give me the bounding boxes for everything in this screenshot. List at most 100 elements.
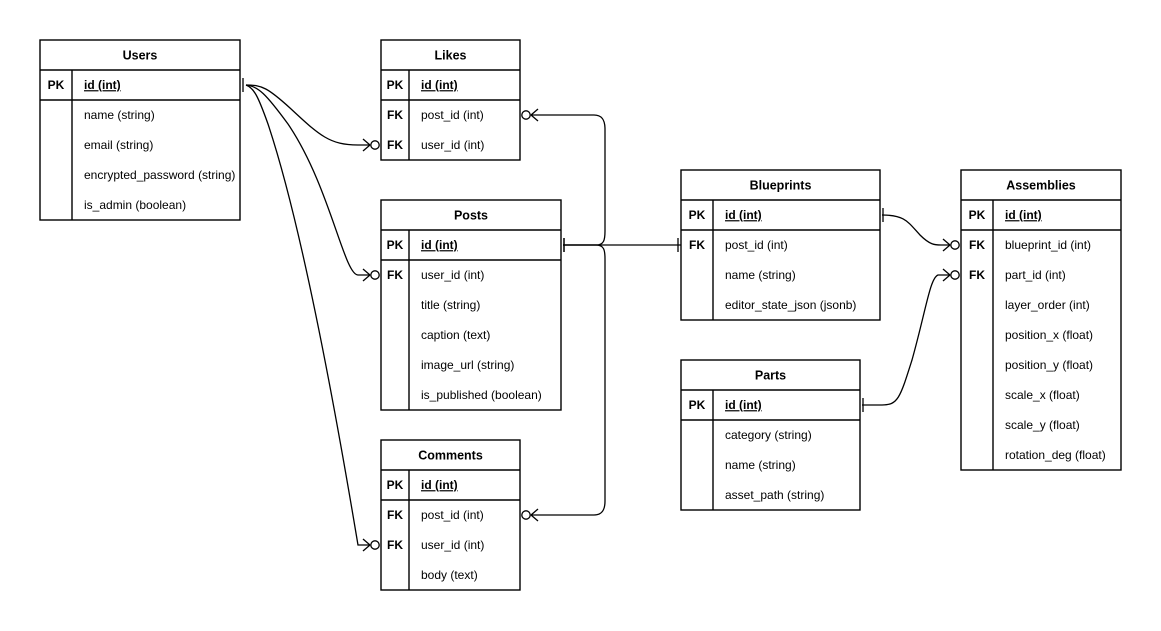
relationship-markers-users-comments bbox=[362, 538, 380, 552]
entity-outline[interactable] bbox=[680, 169, 881, 321]
attribute-label: post_id (int) bbox=[421, 508, 484, 522]
optional-marker-circle bbox=[521, 510, 531, 520]
attribute-label: category (string) bbox=[725, 428, 812, 442]
attribute-label: id (int) bbox=[421, 478, 458, 492]
entity-title: Likes bbox=[435, 48, 467, 62]
entity-outline[interactable] bbox=[380, 199, 562, 411]
crowsfoot-prong-bottom bbox=[942, 274, 951, 282]
relationship-line[interactable] bbox=[881, 214, 949, 246]
crowsfoot-prong-bottom bbox=[362, 544, 371, 552]
attribute-label: post_id (int) bbox=[725, 238, 788, 252]
key-type-label: FK bbox=[969, 268, 985, 282]
attribute-label: post_id (int) bbox=[421, 108, 484, 122]
attribute-label: email (string) bbox=[84, 138, 153, 152]
attribute-label: name (string) bbox=[725, 268, 796, 282]
relationship-users-comments[interactable] bbox=[245, 84, 369, 546]
relationship-line[interactable] bbox=[532, 244, 606, 516]
relationship-users-posts[interactable] bbox=[245, 84, 369, 276]
key-type-label: PK bbox=[387, 238, 404, 252]
attribute-label: scale_x (float) bbox=[1005, 388, 1080, 402]
attribute-label: id (int) bbox=[1005, 208, 1042, 222]
attribute-label: user_id (int) bbox=[421, 138, 484, 152]
attribute-label: name (string) bbox=[725, 458, 796, 472]
attribute-label: name (string) bbox=[84, 108, 155, 122]
key-type-label: FK bbox=[689, 238, 705, 252]
relationship-parts-assemblies[interactable] bbox=[862, 274, 949, 406]
crowsfoot-prong-bottom bbox=[530, 114, 539, 122]
optional-marker-circle bbox=[950, 240, 960, 250]
attribute-label: asset_path (string) bbox=[725, 488, 824, 502]
attribute-label: image_url (string) bbox=[421, 358, 514, 372]
crowsfoot-prong-top bbox=[530, 508, 539, 516]
crowsfoot-prong-bottom bbox=[362, 274, 371, 282]
relationship-markers-blueprints-assemblies bbox=[882, 208, 960, 252]
crowsfoot-prong-top bbox=[362, 138, 371, 146]
attribute-label: position_y (float) bbox=[1005, 358, 1093, 372]
relationship-posts-likes[interactable] bbox=[532, 114, 606, 246]
key-type-label: FK bbox=[969, 238, 985, 252]
key-type-label: PK bbox=[48, 78, 65, 92]
attribute-label: caption (text) bbox=[421, 328, 490, 342]
optional-marker-circle bbox=[370, 540, 380, 550]
attribute-label: scale_y (float) bbox=[1005, 418, 1080, 432]
attribute-label: position_x (float) bbox=[1005, 328, 1093, 342]
attribute-label: part_id (int) bbox=[1005, 268, 1066, 282]
crowsfoot-prong-top bbox=[362, 538, 371, 546]
relationship-markers-posts-likes bbox=[521, 108, 565, 252]
relationship-markers-posts-comments bbox=[521, 508, 539, 522]
crowsfoot-prong-top bbox=[362, 268, 371, 276]
relationship-line[interactable] bbox=[245, 84, 369, 546]
crowsfoot-prong-bottom bbox=[362, 144, 371, 152]
relationship-users-likes[interactable] bbox=[245, 84, 369, 146]
key-type-label: FK bbox=[387, 108, 403, 122]
relationship-line[interactable] bbox=[245, 84, 369, 146]
entity-outline[interactable] bbox=[960, 169, 1122, 471]
crowsfoot-prong-bottom bbox=[942, 244, 951, 252]
key-type-label: FK bbox=[387, 138, 403, 152]
optional-marker-circle bbox=[370, 140, 380, 150]
crowsfoot-prong-bottom bbox=[530, 514, 539, 522]
key-type-label: FK bbox=[387, 538, 403, 552]
entity-title: Posts bbox=[454, 208, 488, 222]
attribute-label: layer_order (int) bbox=[1005, 298, 1090, 312]
entity-outline[interactable] bbox=[39, 39, 241, 221]
relationship-posts-comments[interactable] bbox=[532, 244, 606, 516]
attribute-label: title (string) bbox=[421, 298, 480, 312]
entity-title: Users bbox=[123, 48, 158, 62]
attribute-label: id (int) bbox=[421, 238, 458, 252]
crowsfoot-prong-top bbox=[942, 238, 951, 246]
attribute-label: editor_state_json (jsonb) bbox=[725, 298, 856, 312]
attribute-label: user_id (int) bbox=[421, 268, 484, 282]
entity-outline[interactable] bbox=[380, 439, 521, 591]
relationship-markers-users-posts bbox=[362, 268, 380, 282]
attribute-label: blueprint_id (int) bbox=[1005, 238, 1091, 252]
relationship-line[interactable] bbox=[245, 84, 369, 276]
relationship-layer bbox=[242, 78, 960, 552]
key-type-label: PK bbox=[387, 78, 404, 92]
entity-title: Comments bbox=[418, 448, 483, 462]
attribute-label: rotation_deg (float) bbox=[1005, 448, 1106, 462]
key-type-label: PK bbox=[689, 208, 706, 222]
attribute-label: id (int) bbox=[725, 398, 762, 412]
key-type-label: FK bbox=[387, 268, 403, 282]
optional-marker-circle bbox=[950, 270, 960, 280]
key-type-label: PK bbox=[387, 478, 404, 492]
attribute-label: body (text) bbox=[421, 568, 478, 582]
entity-title: Blueprints bbox=[750, 178, 812, 192]
relationship-blueprints-assemblies[interactable] bbox=[881, 214, 949, 246]
attribute-label: is_published (boolean) bbox=[421, 388, 542, 402]
relationship-line[interactable] bbox=[862, 274, 949, 406]
optional-marker-circle bbox=[521, 110, 531, 120]
relationship-line[interactable] bbox=[532, 114, 606, 246]
entity-outline[interactable] bbox=[680, 359, 861, 511]
